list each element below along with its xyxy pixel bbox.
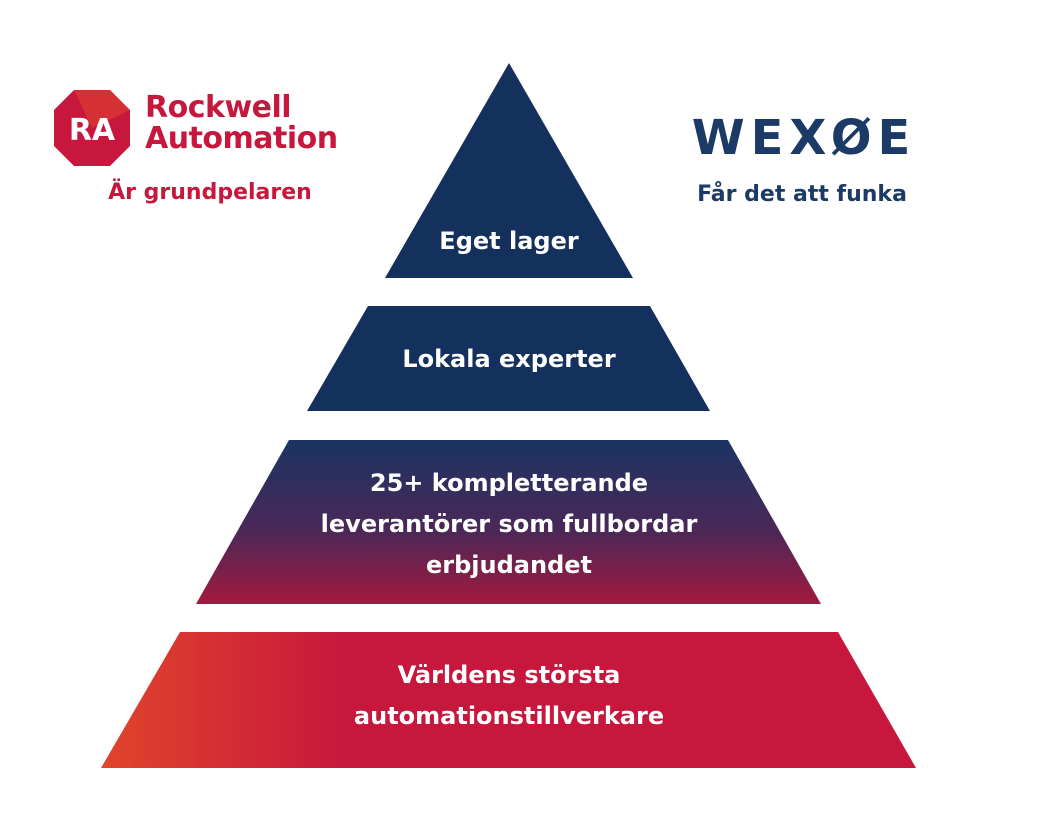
rockwell-octagon-icon: RA bbox=[54, 90, 130, 166]
pyramid-tier-bottom bbox=[101, 632, 916, 768]
rockwell-tagline: Är grundpelaren bbox=[108, 180, 312, 205]
pyramid-tier-3-label-line2: leverantörer som fullbordar bbox=[321, 510, 698, 538]
wexoe-wordmark: WEXØE bbox=[692, 110, 917, 166]
pyramid-tier-top bbox=[385, 63, 633, 278]
rockwell-logo-initials: RA bbox=[69, 113, 116, 148]
pyramid-tier-2 bbox=[307, 306, 710, 411]
pyramid-tier-3-label-line1: 25+ kompletterande bbox=[370, 469, 648, 497]
rockwell-automation-logo: RA Rockwell Automation bbox=[52, 88, 382, 168]
pyramid-tier-2-label: Lokala experter bbox=[402, 345, 616, 373]
pyramid-tier-3-label-line3: erbjudandet bbox=[426, 551, 592, 579]
pyramid-tier-bottom-label-line1: Världens största bbox=[398, 661, 621, 689]
pyramid-tier-top-label: Eget lager bbox=[439, 227, 579, 255]
wexoe-tagline: Får det att funka bbox=[697, 182, 907, 207]
wexoe-logo: WEXØE bbox=[652, 110, 957, 166]
rockwell-name-line1: Rockwell bbox=[145, 90, 292, 125]
svg-text:WEXØE: WEXØE bbox=[692, 110, 917, 162]
pyramid-tier-bottom-label-line2: automationstillverkare bbox=[354, 702, 664, 730]
rockwell-name-line2: Automation bbox=[145, 121, 338, 156]
pyramid-tier-3 bbox=[196, 440, 821, 604]
